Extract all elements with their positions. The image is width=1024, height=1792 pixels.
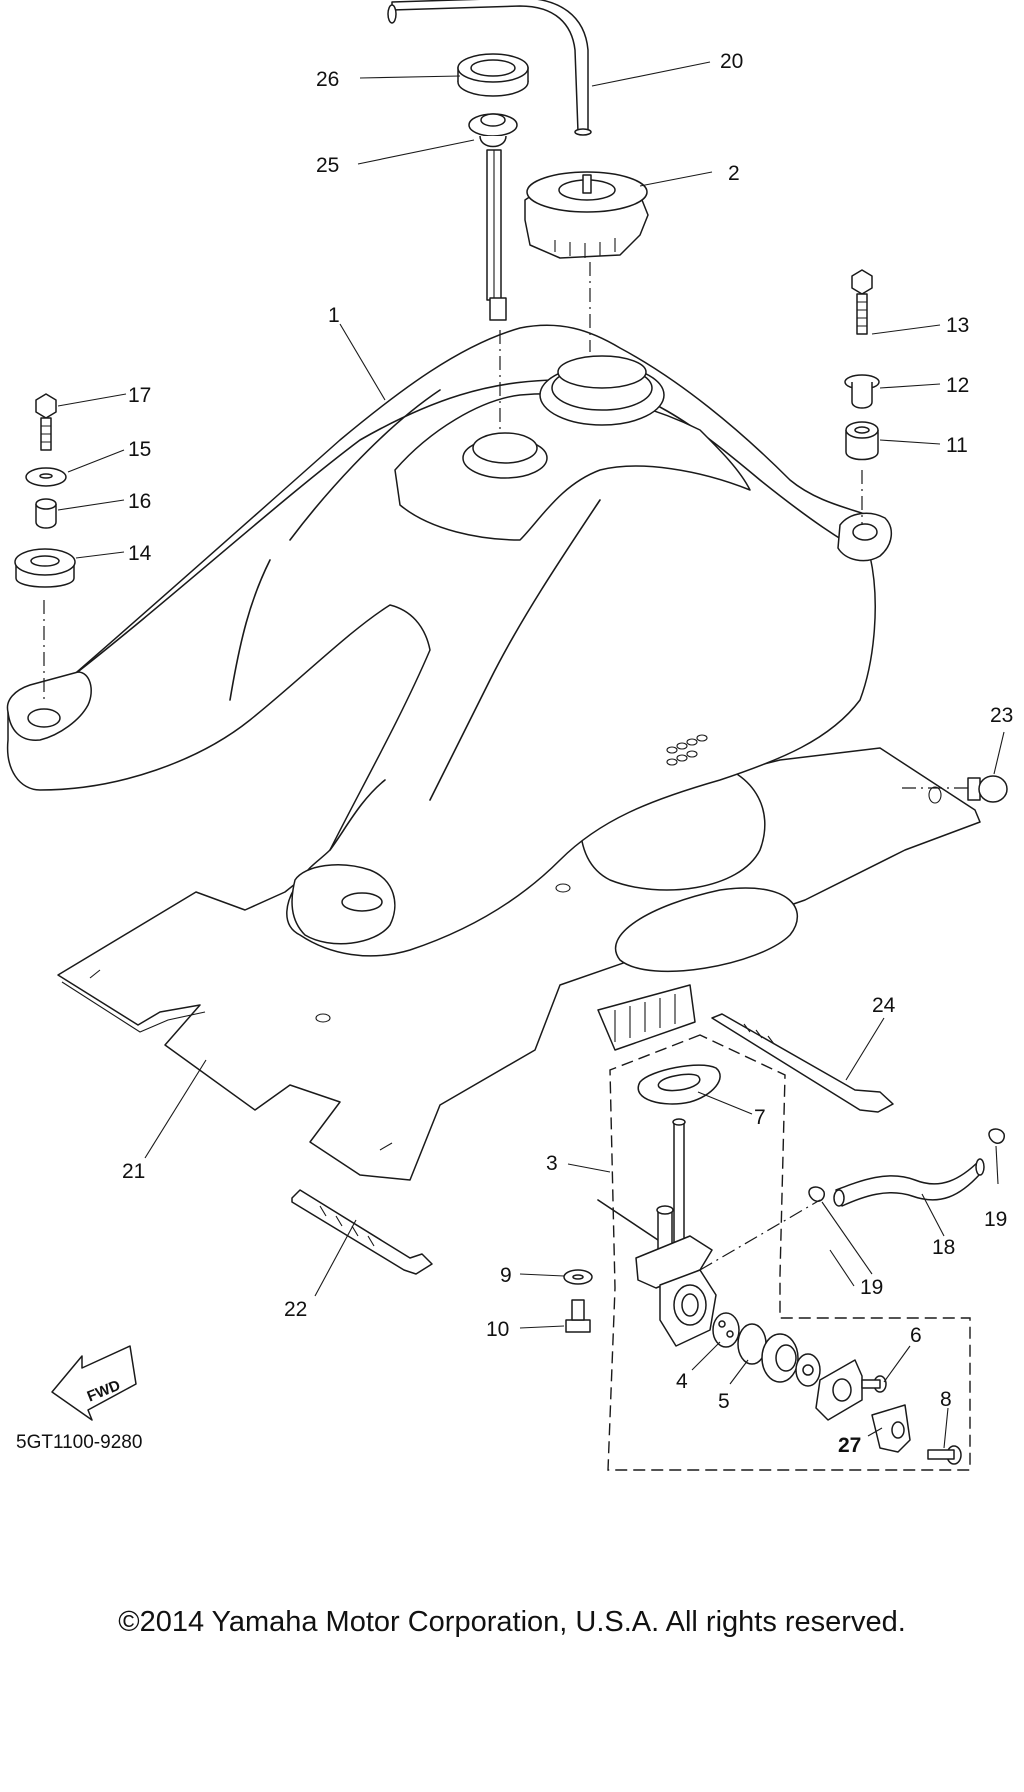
part-8-screw bbox=[927, 1445, 962, 1465]
part-3-fuel-cock bbox=[597, 1118, 821, 1347]
part-24-cable-tie bbox=[711, 1013, 894, 1113]
part-27-knob bbox=[871, 1404, 911, 1453]
callout-19-left: 19 bbox=[860, 1276, 883, 1299]
callout-5: 5 bbox=[718, 1390, 730, 1413]
callout-25: 25 bbox=[316, 154, 339, 177]
part-23-bolt bbox=[902, 775, 1008, 803]
vent-marks bbox=[666, 734, 708, 766]
callout-18: 18 bbox=[932, 1236, 955, 1259]
part-18-fuel-hose bbox=[833, 1158, 985, 1207]
callout-17: 17 bbox=[128, 384, 151, 407]
callout-3: 3 bbox=[546, 1152, 558, 1175]
part-2-fuel-cap bbox=[524, 171, 649, 352]
part-12-collar bbox=[844, 374, 880, 409]
part-19-clamp-right bbox=[988, 1128, 1005, 1144]
tank-outlet-hose bbox=[597, 984, 696, 1051]
callout-8: 8 bbox=[940, 1388, 952, 1411]
part-26-grommet bbox=[457, 53, 529, 97]
callout-14: 14 bbox=[128, 542, 152, 565]
part-10-screw bbox=[565, 1299, 591, 1333]
callout-7: 7 bbox=[754, 1106, 766, 1129]
callout-labels: 26 20 25 2 1 13 12 11 17 15 16 14 23 24 … bbox=[122, 50, 1013, 1457]
part-9-washer bbox=[563, 1269, 593, 1285]
callout-11: 11 bbox=[946, 434, 968, 457]
fuel-cock-assy-outline bbox=[607, 1034, 971, 1471]
callout-6: 6 bbox=[910, 1324, 922, 1347]
callout-20: 20 bbox=[720, 50, 743, 73]
part-16-collar bbox=[35, 498, 57, 529]
callout-2: 2 bbox=[728, 162, 740, 185]
callout-27: 27 bbox=[838, 1434, 861, 1457]
fuel-cock-plate bbox=[815, 1359, 863, 1421]
callout-4: 4 bbox=[676, 1370, 688, 1393]
callout-10: 10 bbox=[486, 1318, 509, 1341]
callout-22: 22 bbox=[284, 1298, 307, 1321]
callout-26: 26 bbox=[316, 68, 339, 91]
callout-21: 21 bbox=[122, 1160, 145, 1183]
part-15-washer bbox=[25, 467, 67, 487]
diagram-code: 5GT1100-9280 bbox=[16, 1432, 142, 1453]
part-4-seal bbox=[712, 1312, 740, 1348]
callout-1: 1 bbox=[328, 304, 340, 327]
callout-24: 24 bbox=[872, 994, 896, 1017]
callout-16: 16 bbox=[128, 490, 151, 513]
part-11-damper bbox=[845, 421, 879, 525]
callout-9: 9 bbox=[500, 1264, 512, 1287]
part-6-screw bbox=[861, 1375, 887, 1393]
part-17-bolt bbox=[35, 393, 57, 451]
part-25-fuel-gauge bbox=[468, 113, 518, 430]
fwd-arrow-icon: FWD bbox=[51, 1345, 137, 1421]
part-13-bolt bbox=[851, 269, 873, 335]
fuel-cock-lever-body bbox=[761, 1333, 821, 1387]
callout-13: 13 bbox=[946, 314, 969, 337]
callout-15: 15 bbox=[128, 438, 151, 461]
part-22-cable-tie bbox=[291, 1189, 433, 1275]
part-19-clamp-left bbox=[808, 1186, 825, 1202]
part-20-vent-hose bbox=[387, 0, 592, 136]
part-14-damper bbox=[14, 548, 76, 700]
part-7-gasket bbox=[637, 1064, 721, 1105]
copyright-notice: ©2014 Yamaha Motor Corporation, U.S.A. A… bbox=[118, 1606, 906, 1638]
callout-19-right: 19 bbox=[984, 1208, 1007, 1231]
callout-12: 12 bbox=[946, 374, 969, 397]
callout-23: 23 bbox=[990, 704, 1013, 727]
leader-lines bbox=[57, 61, 1005, 1449]
part-1-fuel-tank bbox=[6, 324, 892, 957]
